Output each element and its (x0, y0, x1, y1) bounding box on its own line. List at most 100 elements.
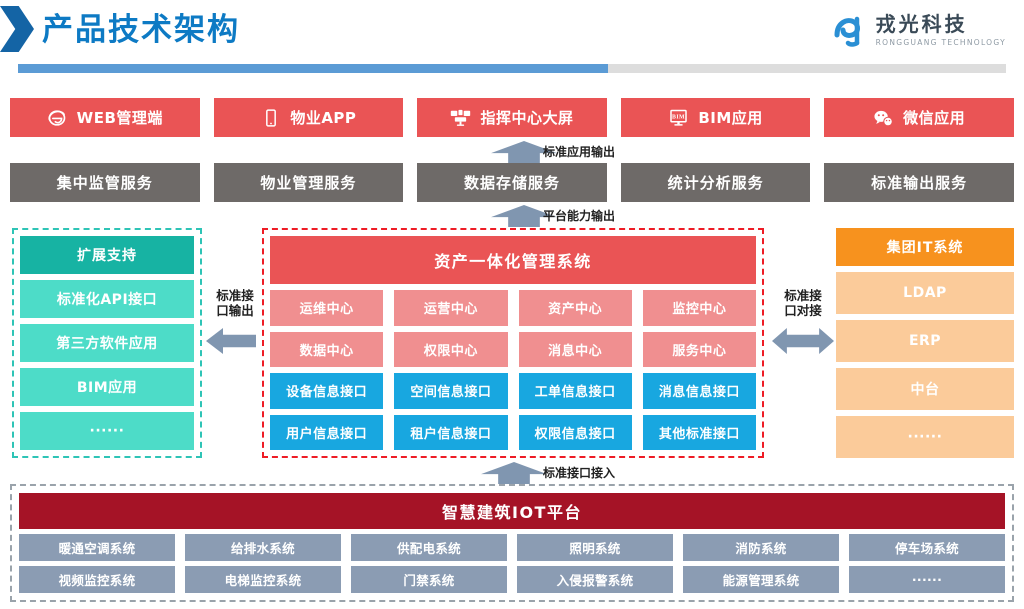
extension-panel-header: 扩展支持 (20, 236, 194, 274)
extension-label-api: 标准化API接口 (56, 292, 158, 308)
group-it-item-midplatform[interactable]: 中台 (836, 368, 1014, 410)
group-it-item-more[interactable]: ······ (836, 416, 1014, 458)
asset-panel-header: 资产一体化管理系统 (270, 236, 756, 284)
extension-item-third-party[interactable]: 第三方软件应用 (20, 324, 194, 362)
header-divider-fill (18, 64, 608, 73)
iot-cell-fire[interactable]: 消防系统 (683, 534, 839, 561)
iot-cell-more[interactable]: ······ (849, 566, 1005, 593)
group-it-label-ldap: LDAP (903, 285, 947, 301)
center-label-message-interface: 消息信息接口 (658, 385, 740, 401)
side-caption-interface-dock-line1: 标准接 (784, 288, 822, 303)
app-box-web[interactable]: WEB管理端 (10, 98, 200, 137)
center-label-workorder-interface: 工单信息接口 (534, 385, 616, 401)
group-it-panel-header: 集团IT系统 (836, 228, 1014, 266)
center-cell-asset[interactable]: 资产中心 (518, 290, 632, 326)
center-cell-operation[interactable]: 运营中心 (394, 290, 508, 326)
iot-cell-elevator[interactable]: 电梯监控系统 (185, 566, 341, 593)
group-it-item-ldap[interactable]: LDAP (836, 272, 1014, 314)
video-wall-icon (450, 107, 471, 128)
center-cell-other-interface[interactable]: 其他标准接口 (642, 414, 756, 450)
service-box-supervision[interactable]: 集中监管服务 (10, 163, 200, 202)
service-label-property-mgmt: 物业管理服务 (260, 174, 357, 192)
iot-platform-header: 智慧建筑IOT平台 (19, 493, 1005, 529)
extension-support-panel: 扩展支持 标准化API接口 第三方软件应用 BIM应用 ······ (12, 228, 202, 458)
app-label-property: 物业APP (290, 109, 357, 127)
middle-band: 扩展支持 标准化API接口 第三方软件应用 BIM应用 ······ 标准接 口… (0, 228, 1024, 460)
center-cell-permission[interactable]: 权限中心 (394, 331, 508, 367)
center-row-4: 用户信息接口 租户信息接口 权限信息接口 其他标准接口 (270, 414, 756, 450)
center-cell-user-interface[interactable]: 用户信息接口 (270, 414, 384, 450)
side-caption-interface-output-line1: 标准接 (216, 288, 254, 303)
center-label-asset: 资产中心 (548, 302, 603, 318)
center-cell-ops[interactable]: 运维中心 (270, 290, 384, 326)
arrow-caption-platform-output: 平台能力输出 (543, 209, 616, 223)
iot-label-energy: 能源管理系统 (722, 573, 800, 588)
iot-label-cctv: 视频监控系统 (58, 573, 136, 588)
center-row-2: 数据中心 权限中心 消息中心 服务中心 (270, 331, 756, 367)
app-box-wechat[interactable]: 微信应用 (824, 98, 1014, 137)
center-label-monitor: 监控中心 (672, 302, 727, 318)
iot-label-hvac: 暖通空调系统 (58, 541, 136, 556)
iot-label-access-control: 门禁系统 (403, 573, 455, 588)
asset-management-panel: 资产一体化管理系统 运维中心 运营中心 资产中心 监控中心 数据中心 (262, 228, 764, 458)
service-label-supervision: 集中监管服务 (56, 174, 153, 192)
center-cell-device-interface[interactable]: 设备信息接口 (270, 373, 384, 409)
app-box-command-center[interactable]: 指挥中心大屏 (417, 98, 607, 137)
center-cell-permission-interface[interactable]: 权限信息接口 (518, 414, 632, 450)
internet-explorer-icon (47, 107, 68, 128)
service-box-property-mgmt[interactable]: 物业管理服务 (213, 163, 404, 202)
center-cell-monitor[interactable]: 监控中心 (642, 290, 756, 326)
service-label-statistics: 统计分析服务 (667, 174, 764, 192)
iot-cell-lighting[interactable]: 照明系统 (517, 534, 673, 561)
side-caption-interface-dock-line2: 口对接 (784, 303, 822, 318)
group-it-label-erp: ERP (908, 333, 942, 349)
iot-cell-water[interactable]: 给排水系统 (185, 534, 341, 561)
group-it-label-midplatform: 中台 (910, 382, 940, 398)
rongguang-logo-icon (834, 15, 868, 47)
arrow-interface-output-icon (206, 328, 256, 354)
center-row-1: 运维中心 运营中心 资产中心 监控中心 (270, 290, 756, 326)
iot-cell-access-control[interactable]: 门禁系统 (351, 566, 507, 593)
center-label-user-interface: 用户信息接口 (286, 426, 368, 442)
center-cell-data[interactable]: 数据中心 (270, 331, 384, 367)
arrow-interface-access-icon (481, 462, 547, 484)
center-cell-workorder-interface[interactable]: 工单信息接口 (518, 373, 632, 409)
center-cell-message[interactable]: 消息中心 (518, 331, 632, 367)
iot-platform-panel: 智慧建筑IOT平台 暖通空调系统 给排水系统 供配电系统 照明系统 消防系统 停… (10, 484, 1014, 602)
side-caption-interface-output: 标准接 口输出 (209, 288, 261, 318)
extension-item-bim[interactable]: BIM应用 (20, 368, 194, 406)
center-cell-service[interactable]: 服务中心 (642, 331, 756, 367)
iot-cell-cctv[interactable]: 视频监控系统 (19, 566, 175, 593)
service-box-statistics[interactable]: 统计分析服务 (620, 163, 811, 202)
group-it-item-erp[interactable]: ERP (836, 320, 1014, 362)
center-cell-space-interface[interactable]: 空间信息接口 (394, 373, 508, 409)
service-label-data-storage: 数据存储服务 (463, 174, 560, 192)
iot-label-intrusion-alarm: 入侵报警系统 (556, 573, 634, 588)
extension-item-api[interactable]: 标准化API接口 (20, 280, 194, 318)
arrow-interface-dock-icon (772, 328, 834, 354)
iot-row-2: 视频监控系统 电梯监控系统 门禁系统 入侵报警系统 能源管理系统 ······ (19, 566, 1005, 593)
iot-cell-hvac[interactable]: 暖通空调系统 (19, 534, 175, 561)
center-label-tenant-interface: 租户信息接口 (410, 426, 492, 442)
center-cell-message-interface[interactable]: 消息信息接口 (642, 373, 756, 409)
service-box-data-storage[interactable]: 数据存储服务 (417, 163, 607, 202)
iot-cell-parking[interactable]: 停车场系统 (849, 534, 1005, 561)
iot-label-fire: 消防系统 (735, 541, 787, 556)
service-layer: 集中监管服务 物业管理服务 数据存储服务 统计分析服务 标准输出服务 (10, 163, 1014, 202)
iot-cell-energy[interactable]: 能源管理系统 (683, 566, 839, 593)
extension-item-more[interactable]: ······ (20, 412, 194, 450)
service-box-standard-output[interactable]: 标准输出服务 (824, 163, 1014, 202)
group-it-panel: 集团IT系统 LDAP ERP 中台 ······ (836, 228, 1014, 458)
center-cell-tenant-interface[interactable]: 租户信息接口 (394, 414, 508, 450)
app-box-property[interactable]: 物业APP (213, 98, 404, 137)
logo-text: 戎光科技 RONGGUANG TECHNOLOGY (876, 14, 1006, 48)
iot-label-lighting: 照明系统 (569, 541, 621, 556)
center-label-data: 数据中心 (299, 343, 354, 359)
iot-cell-power[interactable]: 供配电系统 (351, 534, 507, 561)
app-box-bim[interactable]: BIM BIM应用 (620, 98, 811, 137)
app-label-command-center: 指挥中心大屏 (480, 109, 574, 127)
iot-cell-intrusion-alarm[interactable]: 入侵报警系统 (517, 566, 673, 593)
iot-row-1: 暖通空调系统 给排水系统 供配电系统 照明系统 消防系统 停车场系统 (19, 534, 1005, 561)
center-label-service: 服务中心 (672, 343, 727, 359)
